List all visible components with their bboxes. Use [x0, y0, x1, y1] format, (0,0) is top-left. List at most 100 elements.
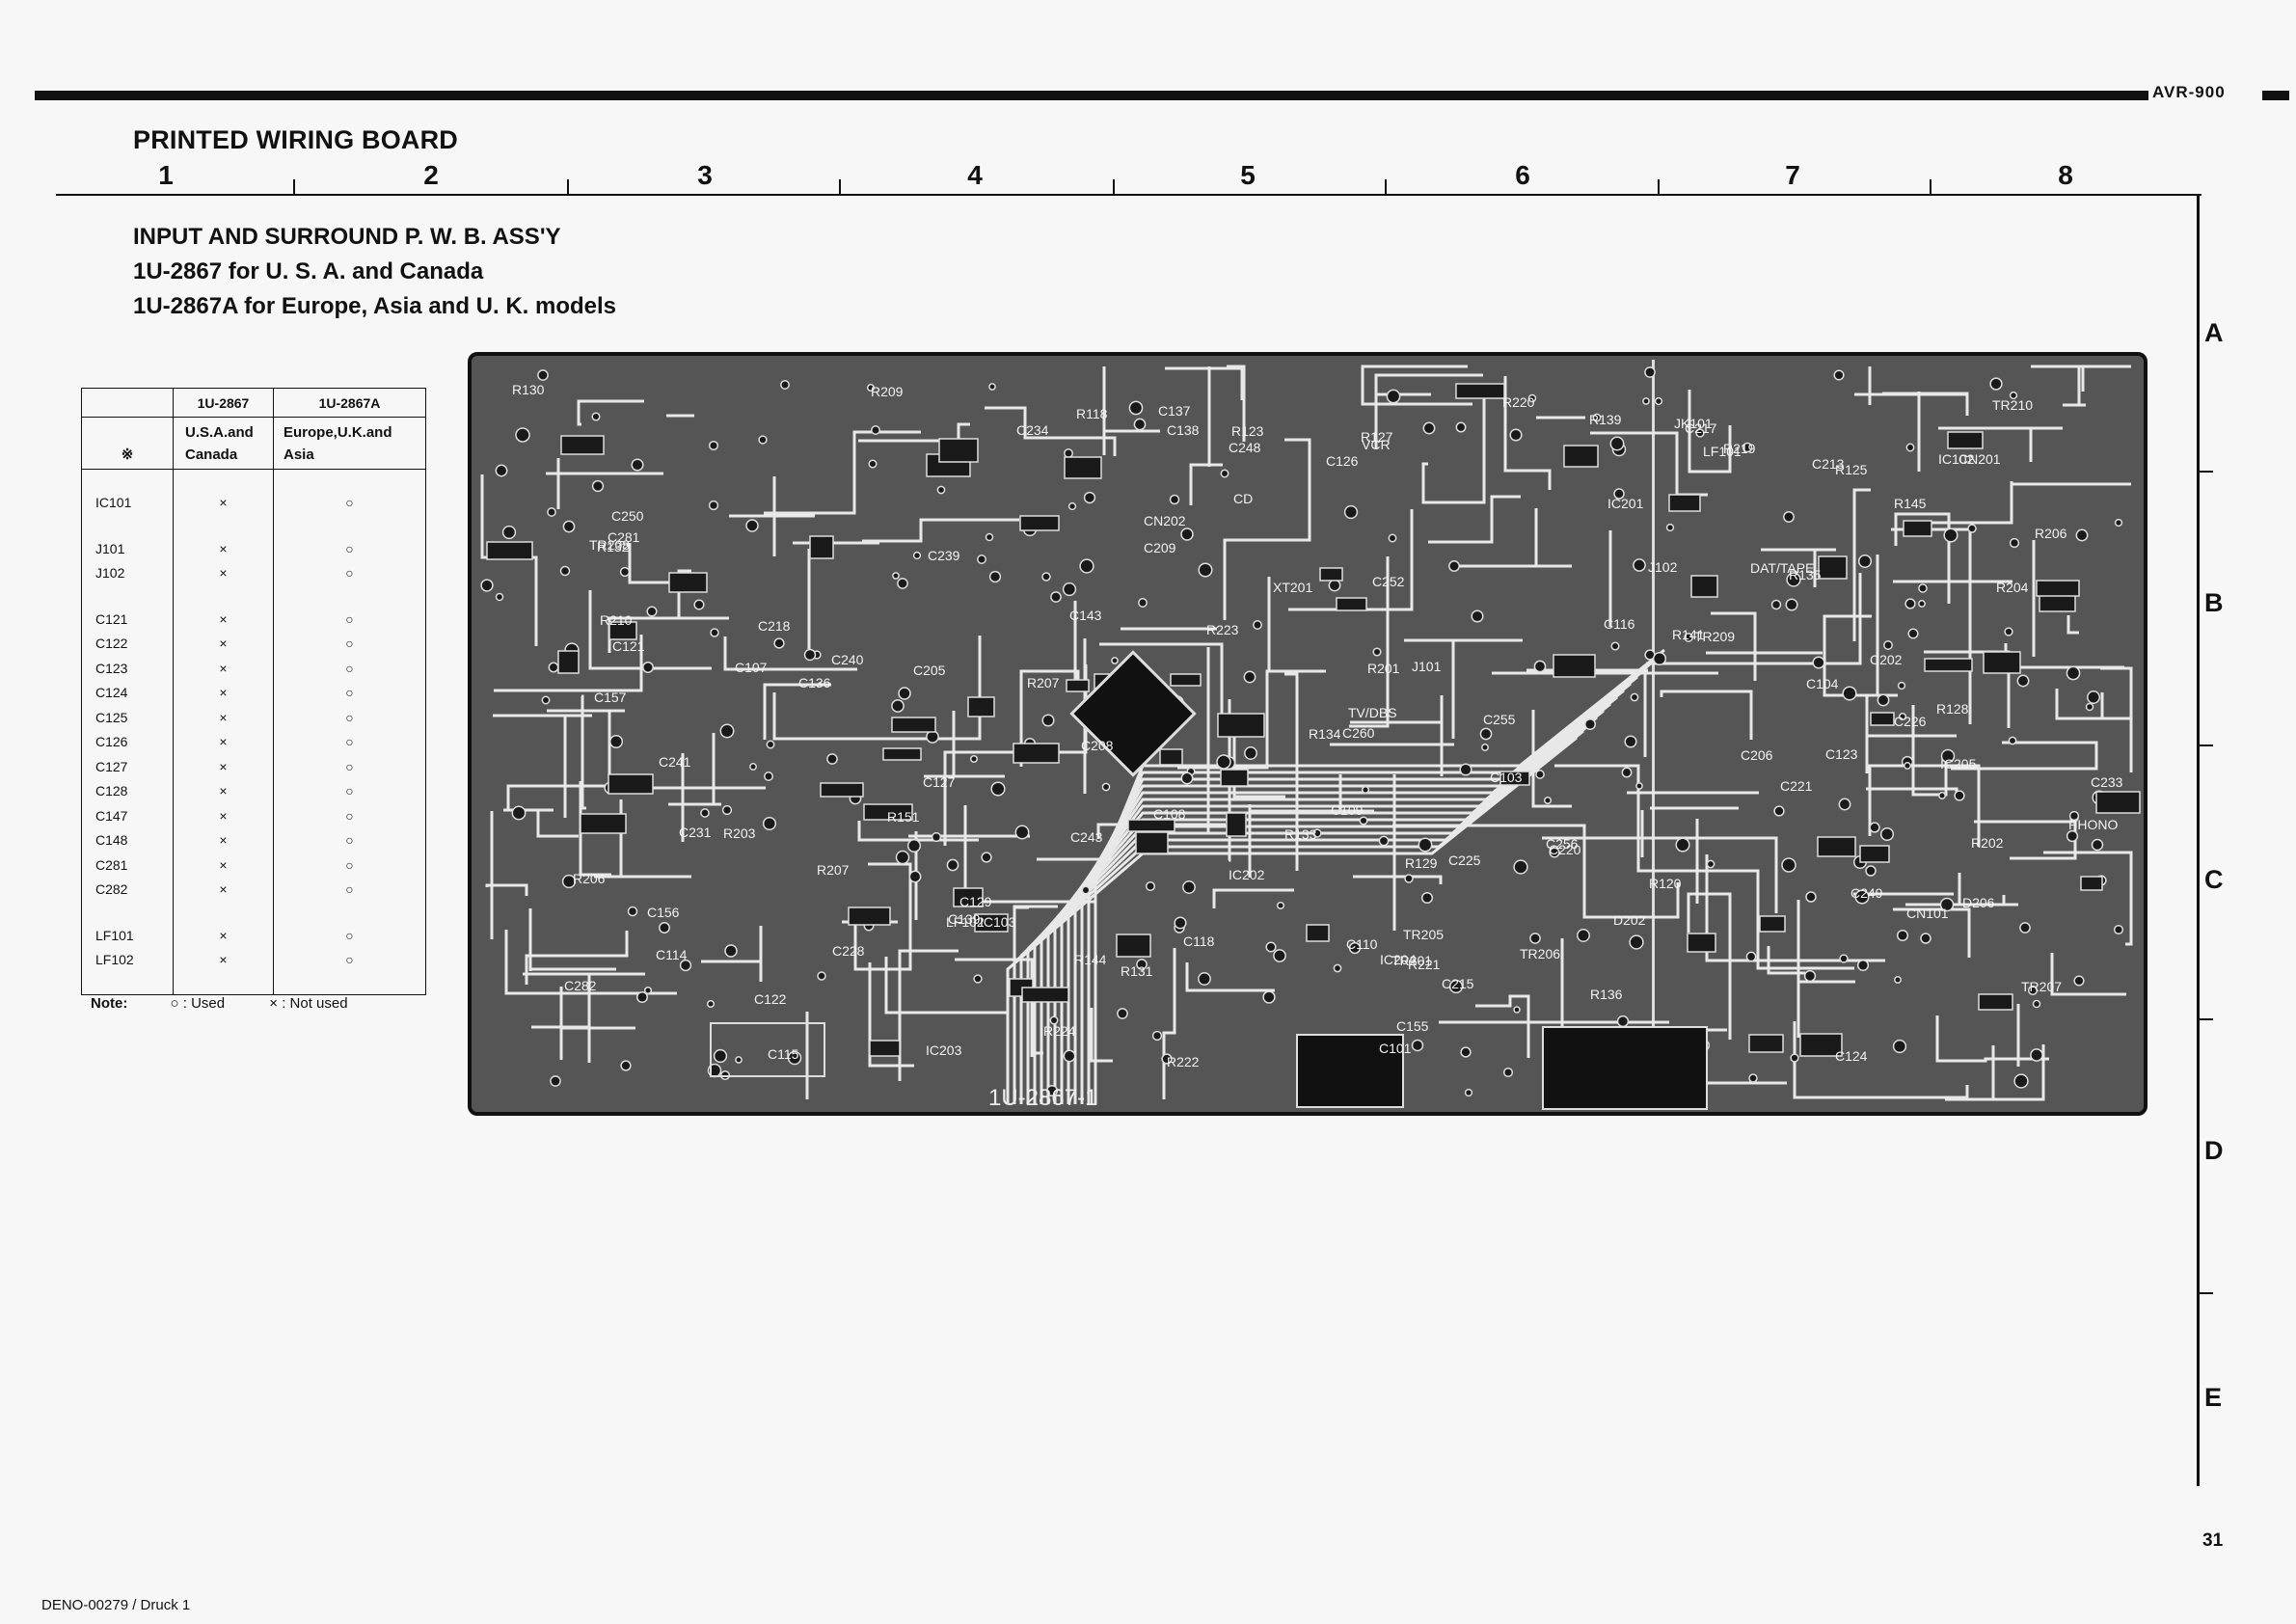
silkscreen-label: C139 — [948, 911, 981, 927]
legend-col1-sub: U.S.A.and Canada — [173, 417, 274, 470]
legend-part-name: J102 — [95, 565, 125, 581]
pcb-pad — [1989, 377, 2003, 391]
pcb-pad — [1244, 746, 1257, 760]
pcb-pad — [1378, 835, 1390, 847]
silkscreen-label: TV/DBS — [1348, 705, 1397, 720]
pcb-pad — [679, 959, 692, 972]
silkscreen-label: C225 — [1448, 853, 1481, 868]
pcb-pad — [871, 425, 880, 435]
footer-code: DENO-00279 / Druck 1 — [41, 1597, 191, 1613]
note-used: ○ : Used — [170, 995, 226, 1012]
pcb-pad — [1079, 558, 1094, 574]
silkscreen-label: R204 — [1996, 580, 2029, 595]
pcb-pad — [988, 383, 996, 391]
pcb-trace — [1162, 948, 1176, 1099]
pcb-pad — [2066, 665, 2081, 681]
legend-part-name: C127 — [95, 758, 128, 774]
legend-mark: × — [219, 660, 228, 676]
pcb-component — [2036, 580, 2080, 597]
pcb-pad — [1348, 941, 1362, 955]
pcb-trace — [2031, 365, 2131, 392]
pcb-trace — [868, 962, 914, 1068]
grid-row-tick — [2200, 1292, 2213, 1294]
pcb-component — [953, 887, 984, 907]
silkscreen-label: R129 — [1405, 855, 1438, 871]
silkscreen-label: C233 — [2091, 774, 2123, 790]
pcb-pad — [1253, 620, 1262, 630]
pcb-pad — [1535, 770, 1545, 779]
pcb-pad — [1479, 727, 1493, 741]
legend-spacer — [274, 470, 425, 491]
pcb-component — [1127, 819, 1175, 832]
pcb-pad — [1041, 572, 1051, 582]
pcb-trace — [884, 957, 1009, 1015]
legend-mark: × — [219, 565, 228, 581]
legend-spacer — [174, 973, 273, 994]
pcb-trace — [494, 635, 643, 692]
pcb-component — [1019, 515, 1060, 531]
pcb-pad — [608, 734, 624, 749]
pcb-trace — [1767, 946, 1805, 975]
pcb-pad — [985, 532, 994, 542]
silkscreen-label: R127 — [1361, 429, 1393, 445]
pcb-component — [1668, 494, 1701, 512]
legend-mark: ○ — [345, 783, 354, 798]
pcb-trace — [2043, 851, 2133, 946]
silkscreen-label: IC201 — [1607, 496, 1644, 511]
silkscreen-label: R133 — [1284, 826, 1317, 842]
silkscreen-label: C107 — [735, 660, 768, 675]
pcb-pad — [1842, 686, 1857, 701]
pcb-pad — [1879, 826, 1895, 842]
silkscreen-label: C143 — [1069, 608, 1102, 623]
grid-col-3: 3 — [697, 160, 713, 190]
grid-col-6: 6 — [1515, 160, 1530, 190]
subtitle-line: INPUT AND SURROUND P. W. B. ASS'Y — [133, 224, 561, 250]
legend-part-name: LF101 — [95, 927, 134, 943]
silkscreen-label: PHONO — [2068, 817, 2118, 832]
silkscreen-label: TR205 — [1403, 927, 1444, 942]
pcb-pad — [2073, 975, 2085, 987]
pcb-trace — [493, 714, 592, 818]
pcb-trace — [668, 733, 721, 806]
silkscreen-label: R203 — [723, 826, 756, 841]
legend-part-name: C124 — [95, 685, 128, 700]
pcb-pad — [548, 662, 559, 673]
pcb-pad — [1198, 972, 1211, 986]
pcb-component — [974, 913, 1009, 933]
grid-tick — [567, 179, 569, 196]
pcb-trace — [1503, 376, 1552, 490]
legend-part-name: C123 — [95, 660, 128, 676]
silkscreen-label: C104 — [1806, 676, 1839, 691]
silkscreen-label: C228 — [832, 943, 865, 959]
pcb-trace — [1894, 512, 1951, 604]
pcb-pad — [562, 520, 576, 533]
pcb-trace — [1421, 398, 1486, 504]
silkscreen-label: R145 — [1894, 496, 1927, 511]
pcb-pad — [866, 383, 876, 392]
pcb-pad — [1064, 448, 1073, 458]
pcb-pad — [1180, 771, 1194, 785]
silkscreen-label: C205 — [913, 663, 946, 678]
pcb-component — [557, 650, 580, 674]
silkscreen-label: IC204 — [1380, 952, 1417, 967]
grid-col-7: 7 — [1785, 160, 1800, 190]
pcb-component — [967, 696, 995, 717]
silkscreen-label: C156 — [647, 905, 680, 920]
legend-mark: ○ — [345, 660, 354, 676]
pcb-pad — [1920, 933, 1931, 944]
pcb-pad — [642, 662, 654, 673]
silkscreen-label: C250 — [611, 508, 644, 524]
pcb-pad — [1041, 714, 1055, 727]
legend-mark: ○ — [345, 807, 354, 824]
silkscreen-label: C252 — [1372, 574, 1405, 589]
pcb-pad — [1695, 428, 1705, 438]
legend-col2-sub: Europe,U.K.and Asia — [273, 417, 426, 470]
pcb-trace — [1711, 611, 1757, 681]
grid-row-tick — [2200, 744, 2213, 746]
silkscreen-label: C260 — [1342, 725, 1375, 741]
pcb-trace — [559, 987, 635, 1060]
pcb-pad — [1359, 816, 1368, 826]
silkscreen-label: R220 — [1502, 394, 1535, 410]
pcb-component — [2080, 876, 2103, 891]
